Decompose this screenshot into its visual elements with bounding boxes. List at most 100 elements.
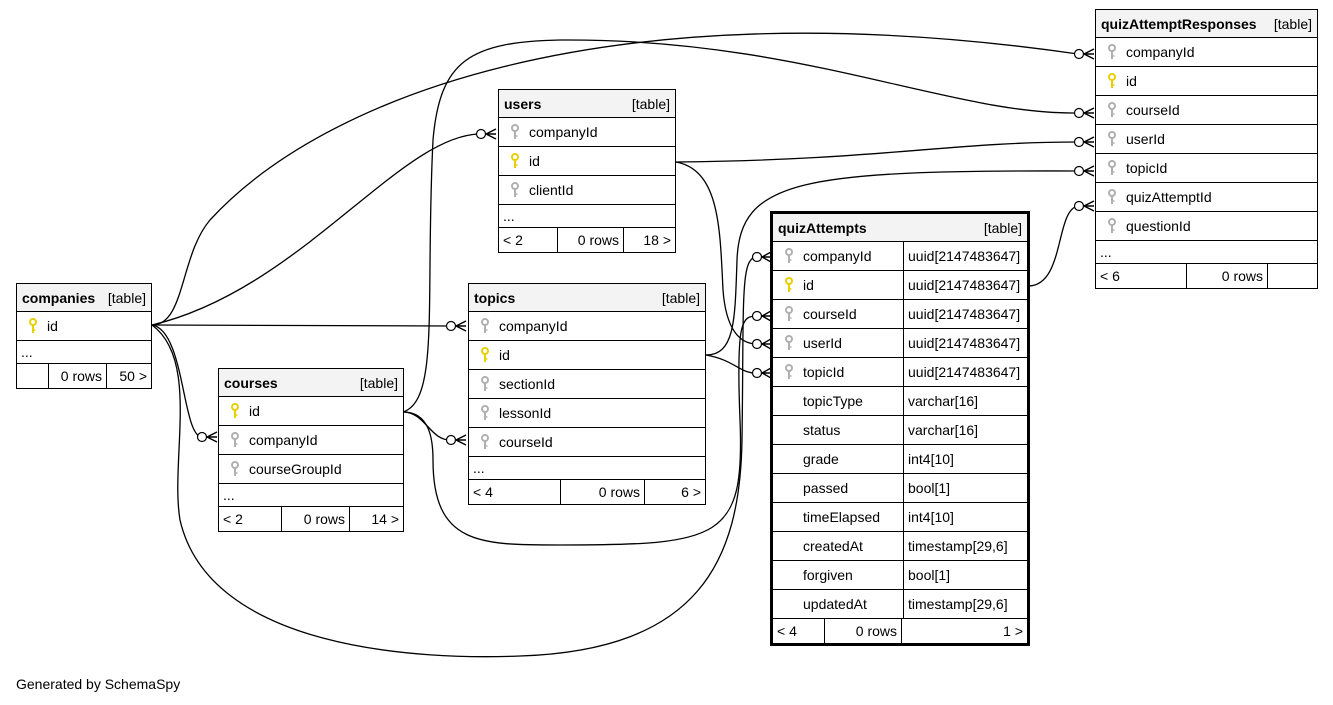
children-count[interactable]: 14 > xyxy=(371,511,399,527)
marker-circle xyxy=(445,320,457,332)
parents-count[interactable]: < 4 xyxy=(469,480,561,504)
more-columns: ... xyxy=(1096,241,1317,264)
column-row[interactable]: companyId xyxy=(219,426,403,455)
parents-count[interactable]: < 4 xyxy=(773,619,825,643)
column-row[interactable]: topicId xyxy=(1096,154,1317,183)
table-footer: < 4 0 rows 1 > xyxy=(773,619,1027,643)
parents-count[interactable]: < 2 xyxy=(499,228,558,252)
marker-circle xyxy=(1073,107,1085,119)
table-tag: [table] xyxy=(661,289,700,306)
column-name-cell: clientId xyxy=(499,176,573,204)
children-count[interactable]: 18 > xyxy=(643,232,671,248)
primary-key-icon xyxy=(225,397,245,425)
column-row[interactable]: id xyxy=(219,397,403,426)
column-row[interactable]: companyId xyxy=(499,118,675,147)
children-count[interactable] xyxy=(1268,264,1317,288)
parents-count[interactable]: < 2 xyxy=(219,507,282,531)
column-row[interactable]: lessonId xyxy=(469,399,705,428)
column-row[interactable]: sectionId xyxy=(469,370,705,399)
parents-count[interactable] xyxy=(17,364,49,388)
column-row[interactable]: id xyxy=(17,312,151,341)
column-name-cell: companyId xyxy=(1096,38,1194,66)
column-name: id xyxy=(529,153,540,169)
no-key-spacer xyxy=(779,416,799,444)
column-name-cell: topicId xyxy=(1096,154,1167,182)
column-row[interactable]: userId xyxy=(1096,125,1317,154)
column-name: courseId xyxy=(1126,102,1180,118)
table-header[interactable]: quizAttemptResponses [table] xyxy=(1096,10,1317,38)
column-name-cell: id xyxy=(469,341,510,369)
table-footer: < 2 0 rows 14 > xyxy=(219,507,403,531)
foreign-key-icon xyxy=(779,242,799,270)
column-name-cell: userId xyxy=(1096,125,1165,153)
crows-foot-marker xyxy=(1083,200,1095,212)
no-key-spacer xyxy=(779,590,799,618)
column-name: topicId xyxy=(1126,160,1168,176)
column-row[interactable]: id xyxy=(469,341,705,370)
table-header[interactable]: topics [table] xyxy=(469,284,705,312)
table-header[interactable]: quizAttempts [table] xyxy=(773,214,1027,242)
column-row[interactable]: questionId xyxy=(1096,212,1317,241)
column-type: varchar[16] xyxy=(903,387,1027,415)
foreign-key-icon xyxy=(779,300,799,328)
column-row[interactable]: id xyxy=(1096,67,1317,96)
column-name: companyId xyxy=(529,124,598,140)
column-name: clientId xyxy=(529,182,574,198)
table-header[interactable]: users [table] xyxy=(499,90,675,118)
children-count[interactable]: 1 > xyxy=(1003,623,1023,639)
table-header[interactable]: companies [table] xyxy=(17,284,151,312)
no-key-spacer xyxy=(779,561,799,589)
column-name: passed xyxy=(803,480,849,496)
table-header[interactable]: courses [table] xyxy=(219,369,403,397)
column-name-cell: topicId xyxy=(773,358,903,386)
table-name: quizAttempts xyxy=(778,219,867,236)
edge-companies-topics xyxy=(151,324,451,327)
edge-courses-quizattempts xyxy=(402,315,758,546)
foreign-key-icon xyxy=(475,428,495,456)
column-row[interactable]: courseId xyxy=(469,428,705,457)
column-name: topicId xyxy=(803,364,845,380)
column-row[interactable]: clientId xyxy=(499,176,675,205)
column-row[interactable]: id xyxy=(499,147,675,176)
column-type: uuid[2147483647] xyxy=(903,242,1027,270)
edge-companies-users xyxy=(151,133,481,326)
edge-quizattempts-quizattemptresponses xyxy=(1027,205,1079,287)
table-tag: [table] xyxy=(983,219,1022,236)
column-row[interactable]: companyId xyxy=(469,312,705,341)
column-name-cell: sectionId xyxy=(469,370,555,398)
children-count[interactable]: 50 > xyxy=(119,368,147,384)
column-row[interactable]: courseGroupId xyxy=(219,455,403,484)
column-name: id xyxy=(499,347,510,363)
column-row[interactable]: courseId xyxy=(1096,96,1317,125)
table-footer: < 2 0 rows 18 > xyxy=(499,228,675,252)
table-tag: [table] xyxy=(107,289,146,306)
parents-count[interactable]: < 6 xyxy=(1096,264,1187,288)
column-name: courseId xyxy=(499,434,553,450)
crows-foot-marker xyxy=(206,431,218,443)
children-count[interactable]: 6 > xyxy=(681,484,701,500)
table-tag: [table] xyxy=(1273,15,1312,32)
table-companies[interactable]: companies [table] id ... 0 rows 50 > xyxy=(16,283,152,389)
column-row[interactable]: quizAttemptId xyxy=(1096,183,1317,212)
column-row[interactable]: companyId xyxy=(1096,38,1317,67)
